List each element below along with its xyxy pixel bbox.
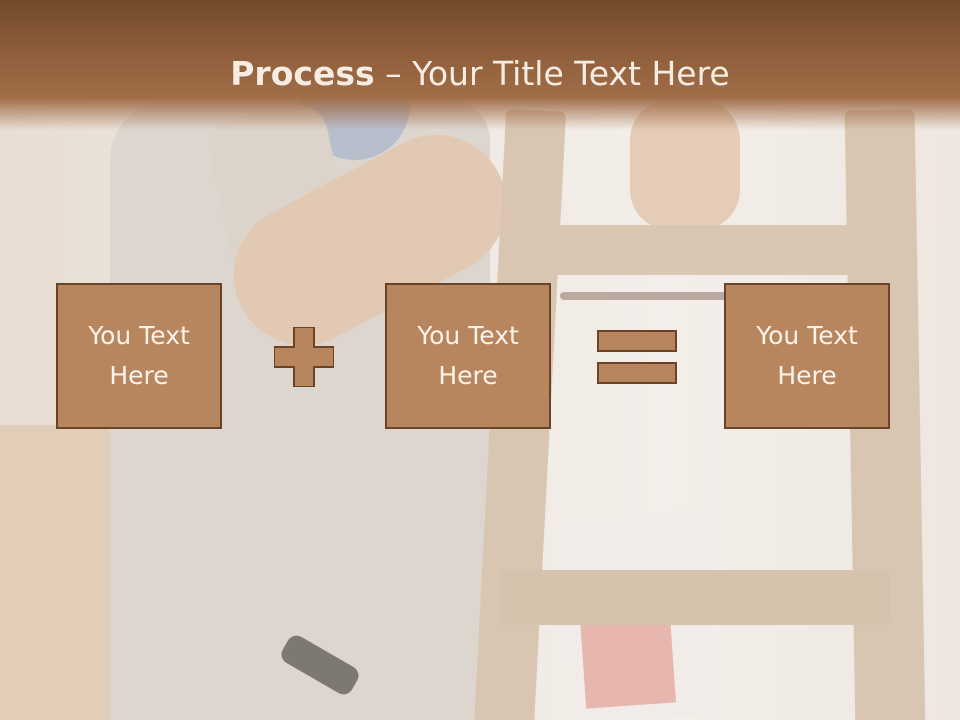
ladder-rung-top	[525, 225, 885, 275]
box-3-line-1: You Text	[756, 321, 858, 350]
ladder-rung-bottom	[500, 570, 890, 625]
box-1-line-2: Here	[109, 361, 169, 390]
cardboard-box	[0, 425, 120, 720]
title-rest: – Your Title Text Here	[374, 54, 730, 93]
title-bold: Process	[230, 54, 375, 93]
box-1-line-1: You Text	[88, 321, 190, 350]
slide-title: Process – Your Title Text Here	[0, 52, 960, 96]
title-band	[0, 0, 960, 130]
plus-icon	[274, 327, 334, 387]
equals-icon	[597, 330, 677, 384]
box-3-line-2: Here	[777, 361, 837, 390]
ladder-rod	[560, 292, 730, 300]
box-2-line-1: You Text	[417, 321, 519, 350]
box-2-line-2: Here	[438, 361, 498, 390]
